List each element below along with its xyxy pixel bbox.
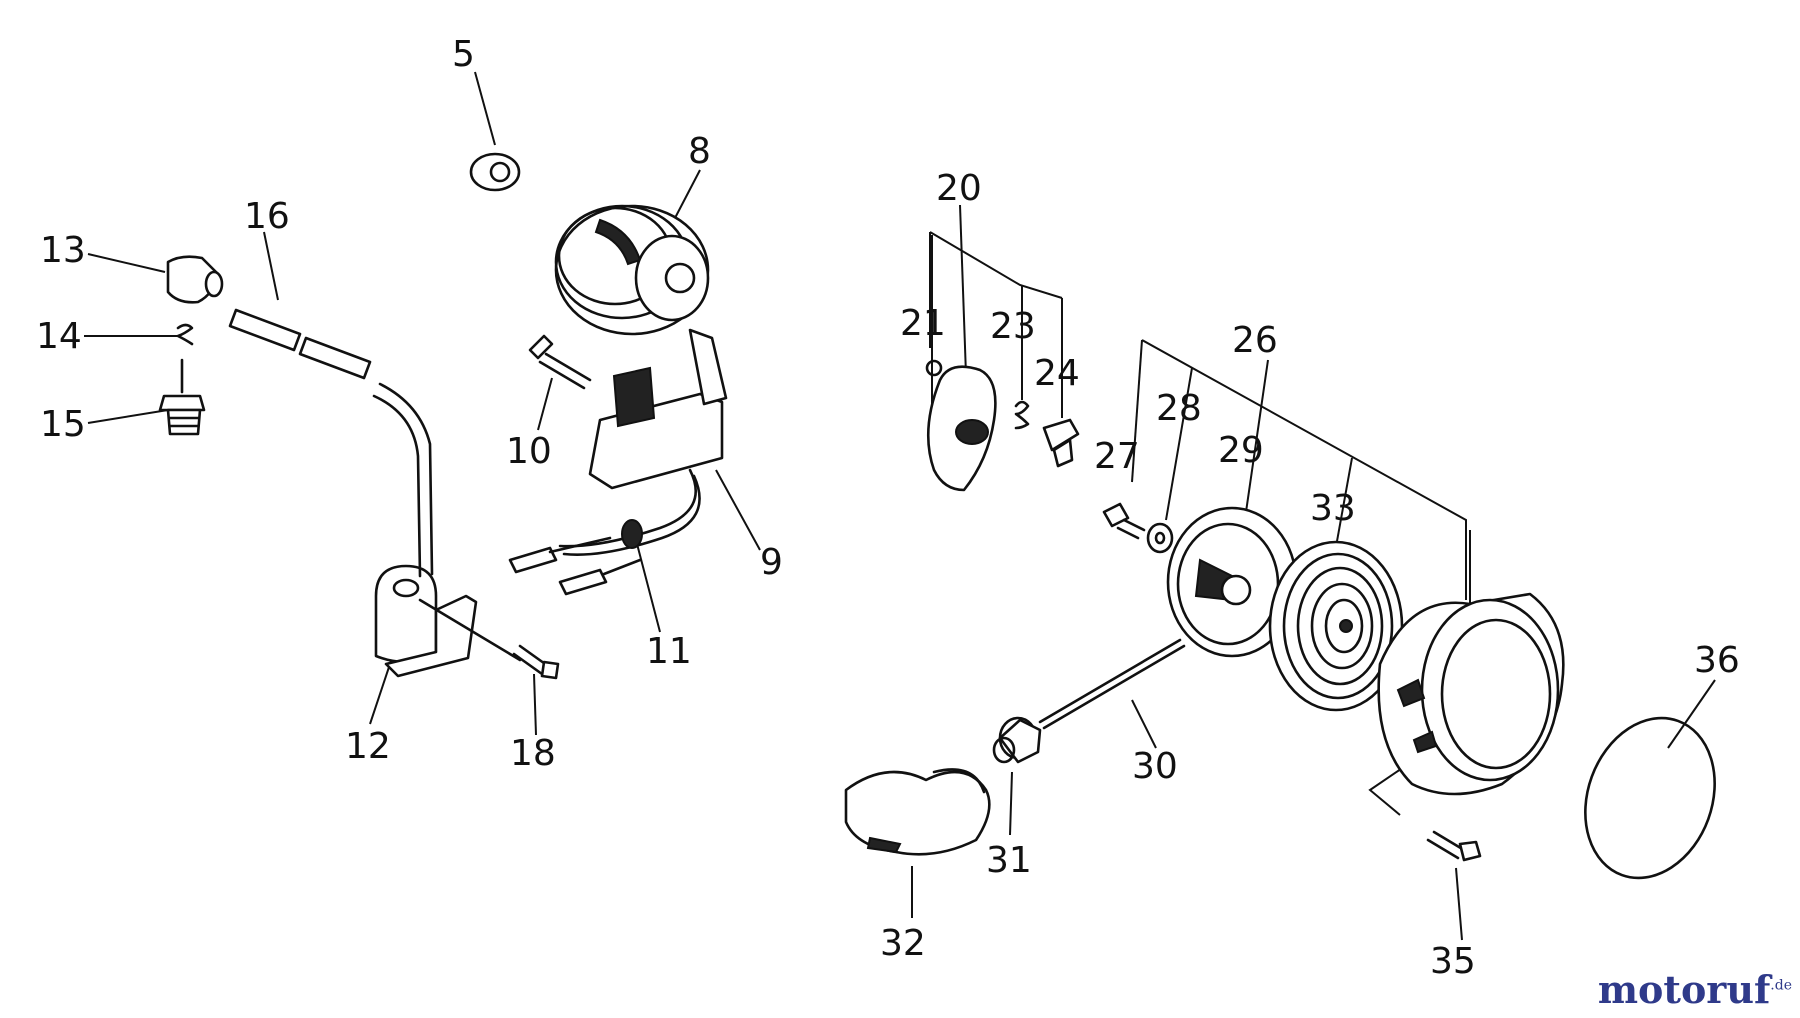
callout-31: 31 bbox=[986, 840, 1032, 881]
callout-5: 5 bbox=[452, 34, 475, 75]
part-35-bolt bbox=[1426, 830, 1482, 862]
callout-21: 21 bbox=[900, 303, 946, 344]
callout-30: 30 bbox=[1132, 746, 1178, 787]
callout-10: 10 bbox=[506, 431, 552, 472]
part-11-wire-connectors bbox=[508, 519, 643, 596]
callout-23: 23 bbox=[990, 306, 1036, 347]
callout-18: 18 bbox=[510, 733, 556, 774]
callout-12: 12 bbox=[345, 726, 391, 767]
callout-35: 35 bbox=[1430, 941, 1476, 982]
part-9-ignition-coil-module bbox=[558, 328, 728, 556]
part-31-rope-guide-bushing bbox=[992, 716, 1042, 764]
part-21-clip bbox=[925, 359, 943, 377]
callout-14: 14 bbox=[36, 316, 82, 357]
callout-24: 24 bbox=[1034, 353, 1080, 394]
part-27-bolt bbox=[1102, 502, 1146, 540]
callout-26: 26 bbox=[1232, 320, 1278, 361]
callout-20: 20 bbox=[936, 168, 982, 209]
part-24-pawl bbox=[1042, 418, 1080, 468]
part-28-washer bbox=[1146, 522, 1174, 554]
callout-11: 11 bbox=[646, 631, 692, 672]
part-23-spring bbox=[1014, 400, 1030, 430]
leader-lines bbox=[84, 71, 1716, 941]
part-15-spark-plug bbox=[158, 358, 206, 436]
callout-15: 15 bbox=[40, 404, 86, 445]
callout-13: 13 bbox=[40, 230, 86, 271]
part-16-high-tension-lead bbox=[228, 308, 434, 578]
callout-32: 32 bbox=[880, 923, 926, 964]
part-5-nut bbox=[469, 152, 521, 192]
callout-16: 16 bbox=[244, 196, 290, 237]
callout-33: 33 bbox=[1310, 488, 1356, 529]
part-12-ignition-coil bbox=[374, 564, 522, 678]
callout-36: 36 bbox=[1694, 640, 1740, 681]
part-33-recoil-spring bbox=[1268, 540, 1404, 712]
part-14-spring bbox=[176, 323, 194, 346]
watermark-logo: motoruf.de bbox=[1597, 967, 1792, 1012]
part-32-starter-handle bbox=[844, 768, 991, 856]
callout-9: 9 bbox=[760, 542, 783, 583]
part-10-bolt bbox=[528, 334, 592, 390]
part-20-pawl-carrier bbox=[926, 365, 997, 492]
part-8-flywheel bbox=[554, 204, 710, 336]
part-13-spark-plug-cap bbox=[166, 255, 224, 304]
part-starter-case bbox=[1377, 592, 1565, 796]
callout-28: 28 bbox=[1156, 388, 1202, 429]
part-30-starter-rope bbox=[1038, 638, 1186, 730]
callout-8: 8 bbox=[688, 131, 711, 172]
part-36-gasket-ring bbox=[1584, 716, 1716, 880]
part-18-bolt bbox=[512, 644, 560, 680]
